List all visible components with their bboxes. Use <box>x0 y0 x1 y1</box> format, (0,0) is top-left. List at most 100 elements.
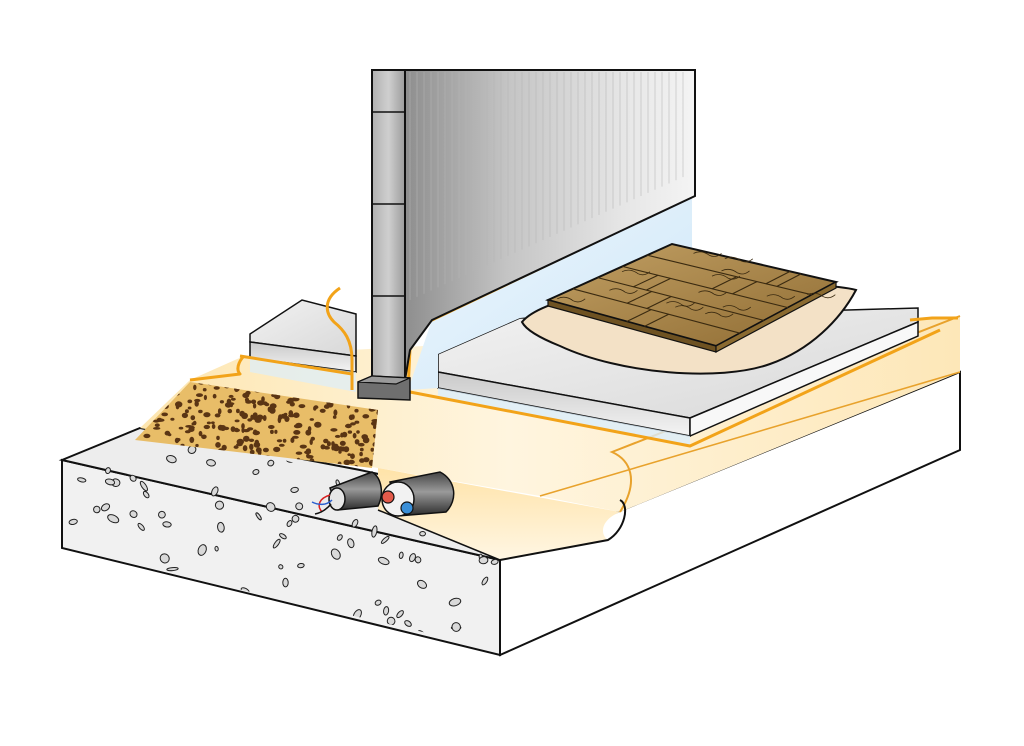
gravel-grain <box>362 436 370 444</box>
gravel-grain <box>135 382 137 384</box>
gravel-grain <box>168 390 173 395</box>
concrete-pebble <box>414 556 422 564</box>
gravel-grain <box>217 408 222 415</box>
gravel-grain <box>326 441 331 447</box>
concrete-pebble <box>134 640 144 650</box>
concrete-pebble <box>210 608 220 619</box>
concrete-pebble <box>419 530 426 537</box>
gravel-grain <box>343 459 351 466</box>
gravel-grain <box>188 427 195 432</box>
gravel-grain <box>242 392 250 399</box>
gravel-grain <box>211 421 215 425</box>
gravel-grain <box>175 401 183 408</box>
concrete-pebble <box>159 553 170 564</box>
gravel-grain <box>293 412 300 419</box>
gravel-grain <box>157 397 162 401</box>
concrete-pebble <box>300 626 310 638</box>
gravel-grain <box>148 389 153 394</box>
plank-seam <box>597 277 765 321</box>
gravel-grain <box>348 459 355 465</box>
gravel-grain <box>323 438 329 444</box>
concrete-pebble <box>184 590 191 599</box>
concrete-pebble <box>138 621 148 632</box>
gravel-grain <box>135 408 140 413</box>
concrete-pebble <box>68 624 80 635</box>
gravel-grain <box>169 375 176 381</box>
masonry-wall <box>357 69 696 401</box>
plank-end-joint <box>765 270 791 285</box>
gravel-grain <box>309 439 313 445</box>
wood-grain <box>675 305 704 311</box>
wood-grain <box>609 288 638 294</box>
concrete-pebble <box>481 576 489 586</box>
gravel-grain <box>242 445 248 452</box>
gravel-grain <box>333 409 338 416</box>
gravel-grain <box>363 457 370 463</box>
gravel-grain <box>170 417 175 421</box>
concrete-pebble <box>255 512 262 521</box>
concrete-pebble <box>386 616 396 626</box>
wood-grain <box>807 292 836 299</box>
concrete-pebble <box>448 597 462 607</box>
concrete-pebble <box>317 618 322 631</box>
concrete-pebble <box>176 642 187 650</box>
gravel-grain <box>320 444 326 450</box>
gravel-grain <box>135 408 137 412</box>
gravel-grain <box>189 436 195 443</box>
concrete-pebble <box>92 588 102 601</box>
gravel-grain <box>181 412 188 419</box>
concrete-pebble <box>371 525 378 538</box>
gravel-grain <box>219 425 227 431</box>
plank-seam <box>572 288 741 334</box>
concrete-pebble <box>77 477 87 483</box>
gravel-grain <box>149 383 157 387</box>
gravel-grain <box>230 397 236 401</box>
concrete-pebble <box>169 641 177 649</box>
gravel-grain <box>130 395 133 398</box>
concrete-pebble <box>166 567 179 572</box>
gravel-grain <box>305 429 312 436</box>
gravel-grain <box>203 412 211 418</box>
parquet-tile <box>545 242 839 353</box>
gravel-grain <box>224 402 232 408</box>
gravel-grain <box>256 414 264 421</box>
gravel-grain <box>154 423 160 428</box>
gravel-grain <box>135 422 141 426</box>
gravel-grain <box>135 394 138 398</box>
concrete-pebble <box>397 638 405 646</box>
gravel-grain <box>135 405 138 409</box>
concrete-pebble <box>290 486 299 493</box>
gravel-grain <box>144 382 150 386</box>
gravel-grain <box>370 447 375 452</box>
concrete-pebble <box>396 610 404 619</box>
plank-end-joint <box>644 313 669 327</box>
concrete-pebble <box>213 614 222 624</box>
gravel-grain <box>184 409 189 414</box>
gravel-grain <box>171 382 179 386</box>
gravel-grain <box>161 412 168 417</box>
concrete-pebble <box>282 577 289 588</box>
concrete-pebble <box>142 490 150 499</box>
gravel-grain <box>190 415 196 421</box>
concrete-pebble <box>383 606 390 616</box>
plank-end-joint <box>645 277 671 291</box>
gravel-grain <box>254 439 259 445</box>
gravel-grain <box>309 418 314 421</box>
gravel-grain <box>135 408 137 413</box>
gravel-grain <box>373 424 377 429</box>
gravel-grain <box>313 405 319 410</box>
gravel-grain <box>354 439 360 445</box>
wood-grain <box>724 256 754 263</box>
gravel-grain <box>256 448 262 453</box>
concrete-pebble <box>279 533 287 540</box>
concrete-pebble <box>197 544 207 556</box>
gravel-grain <box>147 386 152 390</box>
gravel-grain <box>351 414 355 420</box>
gravel-grain <box>251 399 257 405</box>
gravel-grain <box>290 437 295 444</box>
concrete-pebble <box>380 535 390 544</box>
concrete-pebble <box>374 599 382 606</box>
concrete-pebble <box>330 548 341 560</box>
